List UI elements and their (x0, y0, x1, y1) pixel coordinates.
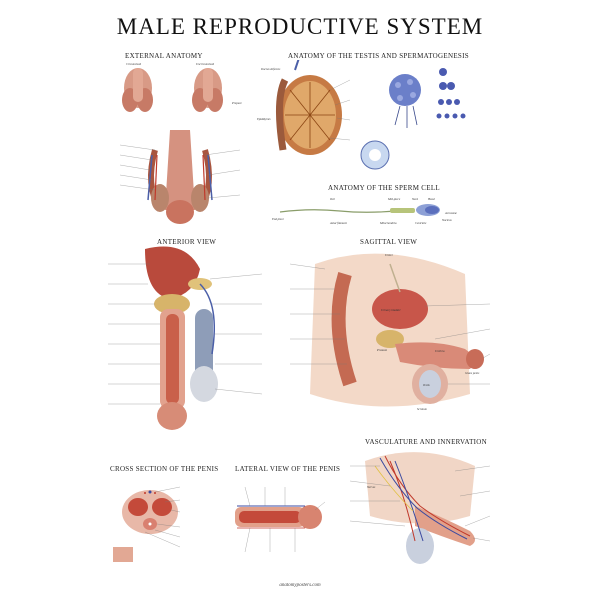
label-mitochondria: Mitochondria (379, 221, 397, 225)
label-midpiece: Mid-piece (387, 197, 401, 201)
arteries (384, 455, 471, 542)
bladder (145, 246, 200, 299)
label-centriole: Centriole (415, 221, 427, 225)
label-end-piece: End piece (271, 217, 285, 221)
section-title-sagittal: SAGITTAL VIEW (360, 238, 418, 246)
label-epididymis: Epididymis (256, 117, 271, 121)
label-circumcised: Circumcised (126, 62, 142, 66)
vasculature-illustration: Nerves (345, 446, 495, 576)
sperm-cell-illustration: Tail Mid-piece Neck Head Acrosome Nucleu… (270, 190, 470, 230)
label-scrotum: Scrotum (417, 407, 428, 411)
label-acrosome: Acrosome (444, 211, 458, 215)
label-ductus-deferens: Ductus deferens (260, 67, 281, 71)
section-title-lateral: LATERAL VIEW OF THE PENIS (235, 465, 341, 473)
label-urinary-bladder: Urinary bladder (381, 308, 402, 312)
penis-vasculature (415, 506, 475, 546)
dissected-external-view (147, 130, 213, 224)
rectum (331, 271, 357, 387)
section-title-cross: CROSS SECTION OF THE PENIS (110, 465, 219, 473)
label-nucleus: Nucleus (441, 218, 452, 222)
penis-shaft (157, 309, 187, 430)
urinary-bladder-sagittal (372, 289, 428, 329)
section-title-sperm: ANATOMY OF THE SPERM CELL (328, 184, 440, 192)
penis-cross-section (122, 490, 178, 534)
sagittal-view-illustration: Ureter Urinary bladder Prostate Urethra … (285, 244, 495, 434)
spermatogenesis-cluster (389, 74, 421, 128)
section-title-vasculature: VASCULATURE AND INNERVATION (365, 438, 488, 446)
lateral-view-illustration (225, 472, 340, 572)
label-uncircumcised: Uncircumcised (196, 62, 215, 66)
label-axial-filament: Axial filament (329, 221, 347, 225)
external-anatomy-illustration: Circumcised Uncircumcised Prepuce (100, 60, 260, 235)
cross-section-illustration (105, 472, 215, 572)
nerves (374, 465, 414, 512)
section-title-external: EXTERNAL ANATOMY (125, 52, 203, 60)
label-head: Head (427, 197, 435, 201)
label-testis: Testis (423, 383, 431, 387)
page-title: MALE REPRODUCTIVE SYSTEM (116, 14, 484, 39)
section-title-anterior: ANTERIOR VIEW (157, 238, 217, 246)
testis-vasculature (406, 528, 434, 564)
circumcised-external-view (122, 68, 153, 112)
anterior-view-illustration (100, 244, 270, 444)
label-nerves: Nerves (366, 485, 376, 489)
label-glans-penis: Glans penis (465, 371, 480, 375)
prostate-gland (154, 294, 190, 314)
section-title-testis: ANATOMY OF THE TESTIS AND SPERMATOGENESI… (288, 52, 469, 60)
label-neck: Neck (411, 197, 419, 201)
footer-credit: anatomyposters.com (279, 583, 321, 588)
scrotum-sagittal (412, 364, 448, 404)
seminiferous-tubule (360, 140, 390, 170)
prostate-sagittal (376, 330, 404, 348)
penis-orientation-thumbnail (113, 547, 133, 562)
label-tail: Tail (330, 197, 335, 201)
label-prepuce: Prepuce (231, 101, 243, 105)
testis-right (190, 309, 218, 402)
spermatogenesis-stages (436, 68, 466, 119)
penis-lateral (235, 505, 322, 529)
label-urethra: Urethra (435, 349, 445, 353)
testis-cross-section (275, 60, 342, 155)
testis-illustration: Ductus deferens Epididymis (255, 60, 480, 180)
uncircumcised-external-view (192, 68, 223, 112)
penis-sagittal (395, 342, 484, 369)
ductus-deferens-path (199, 283, 215, 355)
veins (379, 457, 468, 542)
label-prostate: Prostate (376, 348, 388, 352)
label-ureter: Ureter (385, 253, 394, 257)
